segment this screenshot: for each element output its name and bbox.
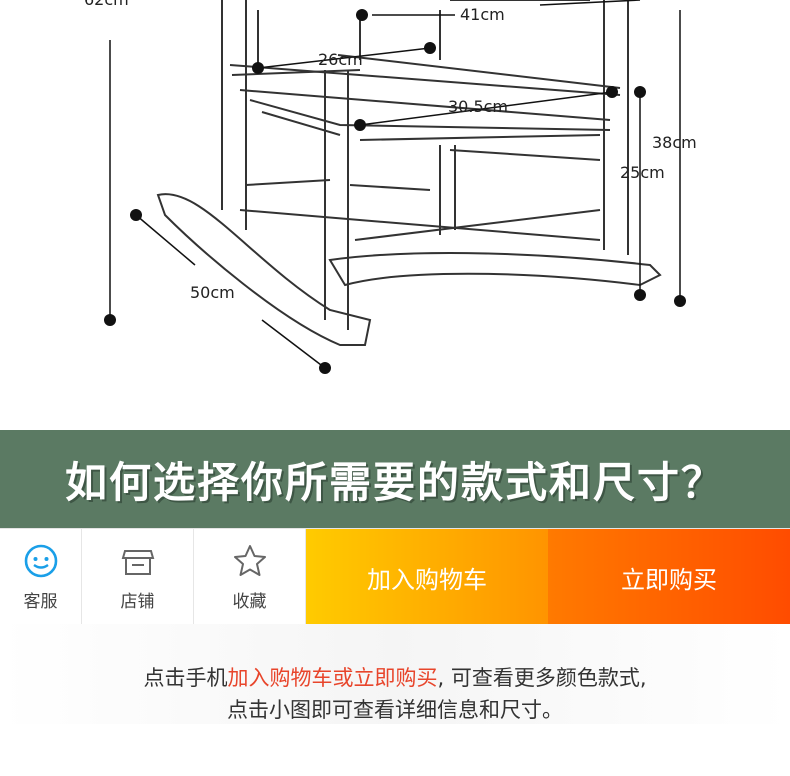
add-to-cart-button[interactable]: 加入购物车 (306, 529, 548, 625)
shop-label: 店铺 (120, 591, 155, 612)
star-icon (232, 543, 268, 579)
banner-title: 如何选择你所需要的款式和尺寸？ (64, 457, 725, 507)
buy-now-button[interactable]: 立即购买 (548, 529, 790, 625)
info-line-1: 点击手机加入购物车或立即购买, 可查看更多颜色款式, (0, 662, 790, 692)
label-seat-width: 26cm (318, 50, 363, 69)
chair-diagram: 62cm 41cm 26cm 30.5cm 38cm 25cm 50cm (84, 0, 697, 374)
size-guide-banner: 如何选择你所需要的款式和尺寸？ (0, 430, 790, 528)
label-height-right: 38cm (652, 133, 697, 152)
label-arm-width: 41cm (460, 5, 505, 24)
favorite-label: 收藏 (232, 591, 267, 612)
favorite-button[interactable]: 收藏 (194, 529, 306, 625)
info-panel: 点击手机加入购物车或立即购买, 可查看更多颜色款式, 点击小图即可查看详细信息和… (0, 624, 790, 724)
label-top-cut: 62cm (84, 0, 129, 9)
shop-button[interactable]: 店铺 (82, 529, 194, 625)
info-background (0, 624, 790, 724)
label-seat-height: 25cm (620, 163, 665, 182)
info-line-2: 点击小图即可查看详细信息和尺寸。 (227, 698, 563, 722)
info-line-1-highlight: 加入购物车或立即购买 (227, 666, 438, 690)
store-icon (120, 543, 156, 579)
product-dimension-image: 62cm 41cm 26cm 30.5cm 38cm 25cm 50cm (84, 0, 697, 374)
customer-service-label: 客服 (23, 591, 58, 612)
label-seat-depth: 30.5cm (448, 97, 508, 116)
label-rocker-length: 50cm (190, 283, 235, 302)
action-bar: 客服 店铺 收藏 加入购物车 立即购买 (0, 528, 790, 625)
info-line-1-suffix: , 可查看更多颜色款式, (437, 666, 647, 690)
chat-bubble-icon (23, 543, 59, 579)
info-line-1-prefix: 点击手机 (143, 666, 228, 690)
bottom-strip (0, 724, 790, 776)
customer-service-button[interactable]: 客服 (0, 529, 82, 625)
